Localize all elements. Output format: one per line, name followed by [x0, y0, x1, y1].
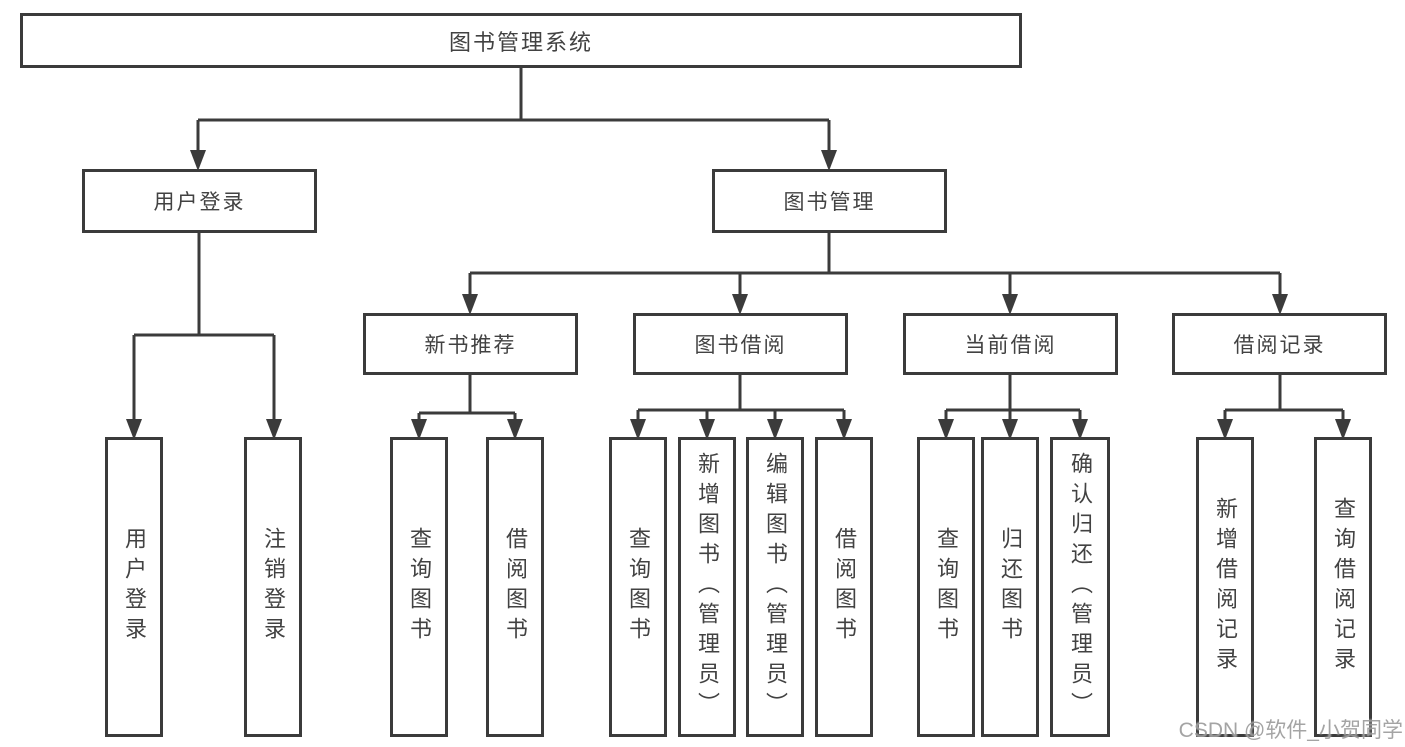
node-label: 图书借阅 — [694, 334, 787, 357]
node-label: 借阅记录 — [1233, 334, 1326, 357]
node-library-management-system: 图书管理系统 — [20, 13, 1022, 68]
node-label: 借阅图书 — [832, 527, 857, 647]
node-leaf-query-books-current: 查询图书 — [917, 437, 975, 737]
node-new-book-recommend: 新书推荐 — [363, 313, 578, 375]
node-user-login: 用户登录 — [82, 169, 317, 233]
node-label: 查询借阅记录 — [1331, 497, 1356, 677]
node-leaf-user-login: 用户登录 — [105, 437, 163, 737]
node-leaf-query-books-recommend: 查询图书 — [390, 437, 448, 737]
connector-borrow-records-to-leaves — [1223, 375, 1345, 421]
node-label: 查询图书 — [934, 527, 959, 647]
node-leaf-query-borrow-record: 查询借阅记录 — [1314, 437, 1372, 737]
node-borrow-records: 借阅记录 — [1172, 313, 1387, 375]
connector-book-borrow-to-leaves — [636, 375, 846, 421]
node-label: 借阅图书 — [503, 527, 528, 647]
node-label: 用户登录 — [122, 527, 147, 647]
node-label: 归还图书 — [998, 527, 1023, 647]
connector-book-management-to-level3 — [468, 233, 1282, 297]
node-label: 图书管理 — [783, 191, 876, 214]
node-label: 确认归还（管理员） — [1068, 452, 1093, 722]
node-book-management: 图书管理 — [712, 169, 947, 233]
node-label: 查询图书 — [407, 527, 432, 647]
node-label: 新增图书（管理员） — [695, 452, 720, 722]
node-book-borrow: 图书借阅 — [633, 313, 848, 375]
connector-new-book-recommend-to-leaves — [417, 375, 517, 421]
arrowheads — [126, 150, 1351, 440]
node-leaf-add-book-admin: 新增图书（管理员） — [678, 437, 736, 737]
connector-current-borrow-to-leaves — [944, 375, 1082, 421]
connector-user-login-to-leaves — [132, 233, 276, 421]
csdn-watermark: CSDN @软件_小贺同学 — [1178, 719, 1403, 742]
node-leaf-borrow-books: 借阅图书 — [815, 437, 873, 737]
node-leaf-add-borrow-record: 新增借阅记录 — [1196, 437, 1254, 737]
node-label: 查询图书 — [626, 527, 651, 647]
node-label: 用户登录 — [153, 191, 246, 214]
node-leaf-query-books-borrow: 查询图书 — [609, 437, 667, 737]
node-label: 图书管理系统 — [448, 29, 593, 55]
node-label: 注销登录 — [261, 527, 286, 647]
connector-root-to-level2 — [196, 68, 831, 152]
node-label: 编辑图书（管理员） — [763, 452, 788, 722]
node-leaf-confirm-return-admin: 确认归还（管理员） — [1050, 437, 1110, 737]
node-current-borrow: 当前借阅 — [903, 313, 1118, 375]
node-leaf-borrow-books-recommend: 借阅图书 — [486, 437, 544, 737]
node-label: 新书推荐 — [424, 334, 517, 357]
node-leaf-return-book: 归还图书 — [981, 437, 1039, 737]
node-label: 新增借阅记录 — [1213, 497, 1238, 677]
node-leaf-edit-book-admin: 编辑图书（管理员） — [746, 437, 804, 737]
node-leaf-logout: 注销登录 — [244, 437, 302, 737]
node-label: 当前借阅 — [964, 334, 1057, 357]
